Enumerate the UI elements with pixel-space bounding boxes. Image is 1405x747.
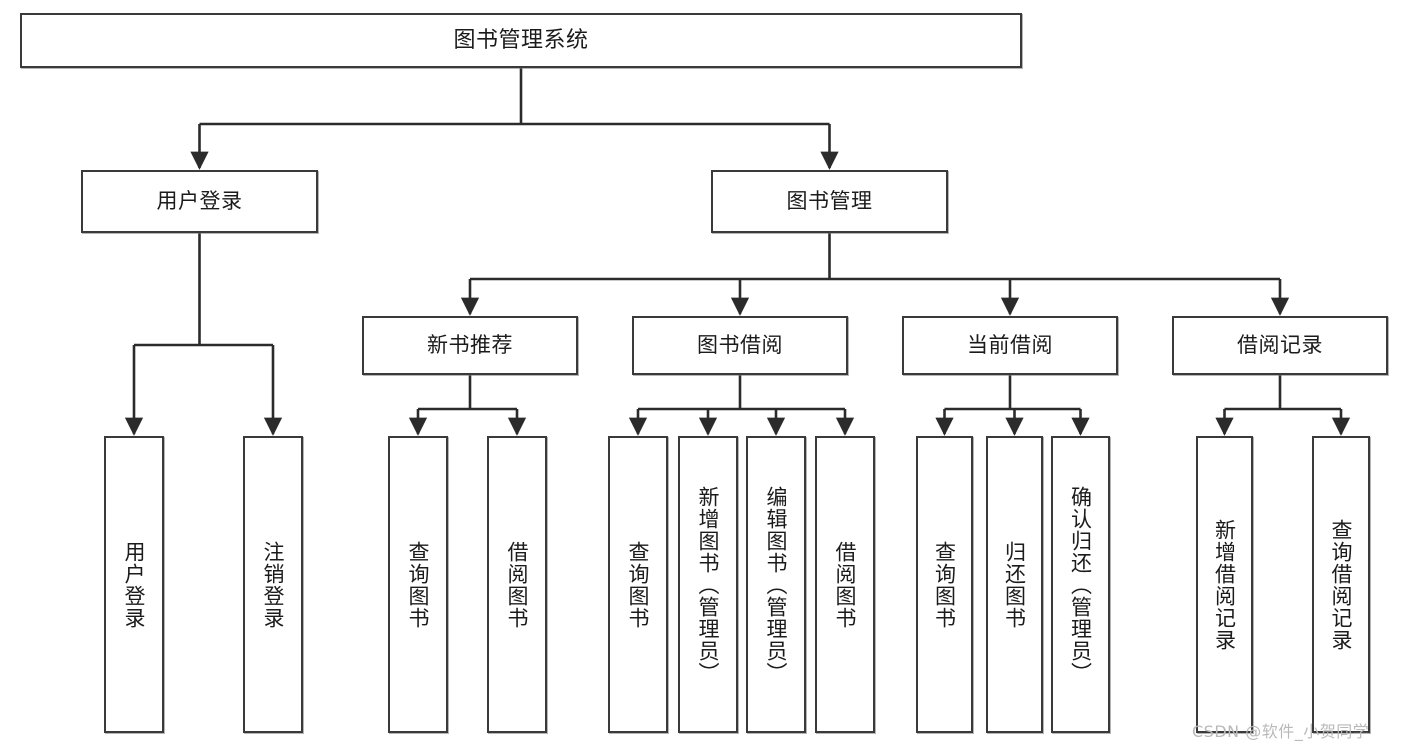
node-label: 借阅记录 [1237, 333, 1323, 358]
node-leaf2[interactable]: 注销登录 [243, 436, 303, 733]
node-label: 查询图书 [626, 540, 651, 629]
node-label: 图书借阅 [697, 333, 783, 358]
node-label: 用户登录 [122, 540, 147, 629]
node-label: 查询借阅记录 [1329, 518, 1354, 651]
node-label: 新增图书（管理员） [696, 485, 721, 684]
node-l2b[interactable]: 图书管理 [711, 170, 948, 233]
node-leaf6[interactable]: 新增图书（管理员） [678, 436, 738, 733]
node-label: 新增借阅记录 [1212, 518, 1237, 651]
node-leaf5[interactable]: 查询图书 [608, 436, 668, 733]
node-l3a[interactable]: 新书推荐 [362, 316, 578, 375]
node-label: 查询图书 [406, 540, 431, 629]
node-l3c[interactable]: 当前借阅 [902, 316, 1118, 375]
node-label: 查询图书 [932, 540, 957, 629]
node-leaf1[interactable]: 用户登录 [104, 436, 164, 733]
node-label: 图书管理 [786, 189, 873, 214]
csdn-watermark: CSDN @软件_小贺同学 [1192, 722, 1370, 741]
node-leaf4[interactable]: 借阅图书 [487, 436, 547, 733]
node-leaf3[interactable]: 查询图书 [388, 436, 448, 733]
node-l3d[interactable]: 借阅记录 [1172, 316, 1388, 375]
node-label: 图书管理系统 [453, 27, 589, 53]
node-label: 注销登录 [261, 540, 286, 629]
node-label: 编辑图书（管理员） [764, 485, 789, 684]
node-l3b[interactable]: 图书借阅 [632, 316, 848, 375]
node-label: 归还图书 [1002, 540, 1027, 629]
node-leaf9[interactable]: 查询图书 [916, 436, 973, 733]
node-leaf11[interactable]: 确认归还（管理员） [1051, 436, 1110, 733]
node-l2a[interactable]: 用户登录 [81, 170, 318, 233]
node-leaf10[interactable]: 归还图书 [986, 436, 1043, 733]
node-label: 借阅图书 [505, 540, 530, 629]
node-label: 新书推荐 [427, 333, 513, 358]
node-label: 当前借阅 [967, 333, 1053, 358]
node-leaf12[interactable]: 新增借阅记录 [1196, 436, 1253, 733]
node-leaf8[interactable]: 借阅图书 [815, 436, 875, 733]
node-label: 用户登录 [156, 189, 243, 214]
node-label: 确认归还（管理员） [1068, 485, 1093, 684]
node-leaf13[interactable]: 查询借阅记录 [1312, 436, 1370, 733]
node-label: 借阅图书 [833, 540, 858, 629]
node-leaf7[interactable]: 编辑图书（管理员） [746, 436, 806, 733]
node-root[interactable]: 图书管理系统 [20, 13, 1022, 68]
